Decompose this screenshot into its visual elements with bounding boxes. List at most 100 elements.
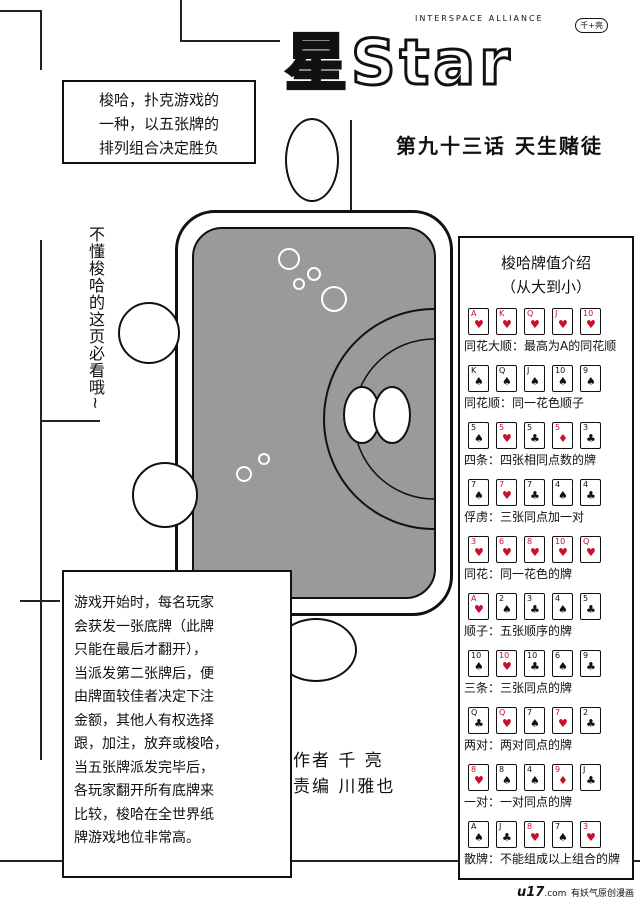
card-rank: 7 [499, 480, 505, 489]
card-suit-icon: ♦ [558, 432, 568, 445]
panel-title: 梭哈牌值介绍 [500, 254, 591, 272]
card-suit-icon: ♠ [558, 831, 568, 844]
card-rank: 3 [471, 537, 477, 546]
table-felt [192, 227, 436, 599]
card-suit-icon: ♠ [558, 660, 568, 673]
card-suit-icon: ♥ [530, 318, 540, 331]
playing-card: Q♥ [496, 707, 517, 734]
rules-line: 牌游戏地位非常高。 [74, 830, 200, 846]
hand-label: 一对：一对同点的牌 [464, 795, 573, 809]
credits: 作者 千 亮 责编 川雅也 [293, 748, 395, 800]
card-suit-icon: ♥ [502, 432, 512, 445]
chapter-title: 第九十三话 天生赌徒 [396, 134, 603, 158]
card-rank: A [471, 309, 477, 318]
playing-card: 5♦ [552, 422, 573, 449]
logo-badge: 千+亮 [575, 18, 608, 33]
card-rank: 7 [471, 480, 477, 489]
card-suit-icon: ♣ [530, 489, 540, 502]
card-suit-icon: ♠ [586, 375, 596, 388]
card-suit-icon: ♦ [558, 774, 568, 787]
rules-line: 金额，其他人有权选择 [74, 712, 214, 729]
side-note: 不懂梭哈的这页必看哦~ [86, 226, 105, 411]
card-rank: 6 [555, 651, 561, 660]
card-suit-icon: ♥ [558, 318, 568, 331]
card-suit-icon: ♠ [502, 375, 512, 388]
playing-card: 10♣ [524, 650, 545, 677]
playing-card: 10♠ [552, 365, 573, 392]
card-rank: 10 [555, 366, 566, 375]
playing-card: 7♣ [524, 479, 545, 506]
card-suit-icon: ♠ [558, 603, 568, 616]
card-suit-icon: ♣ [530, 660, 540, 673]
card-rank: 2 [583, 708, 589, 717]
card-suit-icon: ♣ [586, 717, 596, 730]
card-suit-icon: ♠ [530, 717, 540, 730]
card-rank: 10 [555, 537, 566, 546]
card-suit-icon: ♠ [474, 831, 484, 844]
card-rank: K [471, 366, 477, 375]
player-left-figure [118, 302, 180, 364]
playing-card: 5♣ [580, 593, 601, 620]
playing-card: Q♥ [524, 308, 545, 335]
playing-card: 9♠ [580, 365, 601, 392]
playing-card: 8♥ [524, 821, 545, 848]
card-suit-icon: ♣ [530, 603, 540, 616]
playing-card: J♣ [496, 821, 517, 848]
logo-title: 星Star [284, 25, 514, 101]
card-suit-icon: ♥ [586, 831, 596, 844]
definition-line: 一种，以五张牌的 [98, 115, 219, 133]
watermark-logo: u17 [517, 885, 545, 900]
playing-card: 3♣ [580, 422, 601, 449]
card-suit-icon: ♥ [586, 318, 596, 331]
card-rank: 10 [471, 651, 482, 660]
card-suit-icon: ♥ [474, 774, 484, 787]
card-suit-icon: ♠ [474, 375, 484, 388]
card-suit-icon: ♣ [586, 432, 596, 445]
hand-label: 同花：同一花色的牌 [464, 567, 573, 581]
playing-card: 9♦ [552, 764, 573, 791]
card-rank: J [583, 765, 586, 774]
playing-card: 3♥ [468, 536, 489, 563]
card-suit-icon: ♣ [586, 603, 596, 616]
rules-line: 比较，梭哈在全世界纸 [74, 806, 214, 823]
logo-subtitle: INTERSPACE ALLIANCE [415, 14, 544, 23]
hand-label: 同花大顺：最高为A的同花顺 [464, 339, 617, 353]
card-rank: Q [583, 537, 590, 546]
card-suit-icon: ♥ [558, 546, 568, 559]
card-rank: 5 [499, 423, 505, 432]
playing-card: K♥ [496, 308, 517, 335]
card-rank: 2 [499, 594, 505, 603]
card-suit-icon: ♣ [474, 717, 484, 730]
card-rank: Q [471, 708, 478, 717]
card-suit-icon: ♥ [502, 717, 512, 730]
card-suit-icon: ♥ [502, 660, 512, 673]
table-markings [236, 248, 434, 530]
definition-box: 梭哈，扑克游戏的 一种，以五张牌的 排列组合决定胜负 [62, 80, 256, 164]
card-suit-icon: ♣ [586, 774, 596, 787]
rules-line: 各玩家翻开所有底牌来 [74, 783, 214, 799]
definition-line: 梭哈，扑克游戏的 [98, 91, 219, 109]
playing-card: 7♠ [468, 479, 489, 506]
card-suit-icon: ♠ [530, 375, 540, 388]
card-rank: J [499, 822, 502, 831]
playing-card: 3♥ [580, 821, 601, 848]
playing-card: 5♣ [524, 422, 545, 449]
playing-card: A♥ [468, 593, 489, 620]
watermark-tagline: 有妖气原创漫画 [570, 889, 634, 899]
playing-card: 3♣ [524, 593, 545, 620]
card-suit-icon: ♠ [530, 774, 540, 787]
card-suit-icon: ♣ [586, 660, 596, 673]
playing-card: 10♥ [552, 536, 573, 563]
card-suit-icon: ♠ [474, 660, 484, 673]
card-suit-icon: ♥ [502, 546, 512, 559]
author-credit: 作者 千 亮 [293, 751, 384, 771]
playing-card: 9♣ [580, 650, 601, 677]
card-rank: 7 [527, 708, 533, 717]
card-rank: 10 [499, 651, 510, 660]
u17-watermark: u17.com 有妖气原创漫画 [517, 885, 634, 900]
playing-card: A♥ [468, 308, 489, 335]
card-rank: 9 [555, 765, 561, 774]
card-rank: A [471, 822, 477, 831]
card-suit-icon: ♥ [558, 717, 568, 730]
card-suit-icon: ♠ [502, 603, 512, 616]
